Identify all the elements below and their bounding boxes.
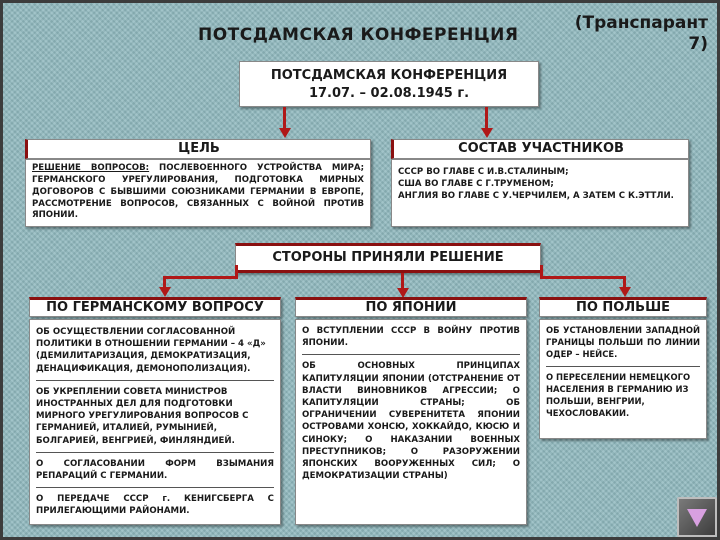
poland-item: О ПЕРЕСЕЛЕНИИ НЕМЕЦКОГО НАСЕЛЕНИЯ В ГЕРМ… <box>546 371 691 418</box>
goal-text-underlined: РЕШЕНИЕ ВОПРОСОВ: <box>32 163 150 173</box>
slide-title: ПОТСДАМСКАЯ КОНФЕРЕНЦИЯ <box>198 25 519 45</box>
divider <box>302 354 520 356</box>
divider <box>36 487 274 489</box>
arrow-line-poland <box>540 265 543 279</box>
japan-header: ПО ЯПОНИИ <box>295 297 527 317</box>
goal-text-body: ПОСЛЕВОЕННОГО УСТРОЙСТВА МИРА; ГЕРМАНСКО… <box>32 163 365 221</box>
conference-name: ПОТСДАМСКАЯ КОНФЕРЕНЦИЯ <box>270 68 508 83</box>
arrow-line-left <box>283 107 286 129</box>
next-slide-button[interactable] <box>677 497 717 537</box>
arrow-head-left <box>278 128 291 138</box>
arrow-line-poland-down <box>623 276 626 288</box>
poland-header-label: ПО ПОЛЬШЕ <box>575 300 671 315</box>
japan-header-label: ПО ЯПОНИИ <box>365 300 457 315</box>
divider <box>546 365 700 367</box>
poland-box: ОБ УСТАНОВЛЕНИИ ЗАПАДНОЙ ГРАНИЦЫ ПОЛЬШИ … <box>539 319 707 439</box>
japan-item: О ВСТУПЛЕНИИ СССР В ВОЙНУ ПРОТИВ ЯПОНИИ. <box>302 326 520 349</box>
participants-line: СССР ВО ГЛАВЕ С И.В.СТАЛИНЫМ; <box>398 167 569 177</box>
germany-item: ОБ УКРЕПЛЕНИИ СОВЕТА МИНИСТРОВ ИНОСТРАНН… <box>36 386 249 446</box>
goal-header-label: ЦЕЛЬ <box>178 141 220 156</box>
germany-item: О ПЕРЕДАЧЕ СССР г. КЕНИГСБЕРГА С ПРИЛЕГА… <box>36 494 274 517</box>
arrow-line-germany <box>235 265 238 279</box>
germany-box: ОБ ОСУЩЕСТВЛЕНИИ СОГЛАСОВАННОЙ ПОЛИТИКИ … <box>29 319 281 525</box>
participants-header: СОСТАВ УЧАСТНИКОВ <box>391 139 689 159</box>
conference-dates: 17.07. – 02.08.1945 г. <box>308 86 470 101</box>
arrow-line-germany-down <box>163 276 166 288</box>
japan-item: ОБ ОСНОВНЫХ ПРИНЦИПАХ КАПИТУЛЯЦИИ ЯПОНИИ… <box>302 361 520 482</box>
poland-item: ОБ УСТАНОВЛЕНИИ ЗАПАДНОЙ ГРАНИЦЫ ПОЛЬШИ … <box>546 325 700 359</box>
germany-item: ОБ ОСУЩЕСТВЛЕНИИ СОГЛАСОВАННОЙ ПОЛИТИКИ … <box>36 327 266 374</box>
arrow-line-japan <box>401 273 404 289</box>
goal-text: РЕШЕНИЕ ВОПРОСОВ: ПОСЛЕВОЕННОГО УСТРОЙСТ… <box>32 163 364 222</box>
conference-box: ПОТСДАМСКАЯ КОНФЕРЕНЦИЯ 17.07. – 02.08.1… <box>239 61 539 107</box>
next-slide-triangle-icon <box>687 509 707 527</box>
arrow-line-poland-horizontal <box>540 276 626 279</box>
transparency-label: (Транспарант 7) <box>574 13 708 55</box>
divider <box>36 379 274 381</box>
arrow-line-right <box>485 107 488 129</box>
poland-header: ПО ПОЛЬШЕ <box>539 297 707 317</box>
goal-box: РЕШЕНИЕ ВОПРОСОВ: ПОСЛЕВОЕННОГО УСТРОЙСТ… <box>25 159 371 227</box>
divider <box>36 451 274 453</box>
decision-box: СТОРОНЫ ПРИНЯЛИ РЕШЕНИЕ <box>235 243 541 273</box>
goal-header: ЦЕЛЬ <box>25 139 371 159</box>
participants-box: СССР ВО ГЛАВЕ С И.В.СТАЛИНЫМ; США ВО ГЛА… <box>391 159 689 227</box>
japan-box: О ВСТУПЛЕНИИ СССР В ВОЙНУ ПРОТИВ ЯПОНИИ.… <box>295 319 527 525</box>
germany-item: О СОГЛАСОВАНИИ ФОРМ ВЗЫМАНИЯ РЕПАРАЦИЙ С… <box>36 458 274 482</box>
arrow-head-right <box>480 128 493 138</box>
decision-header: СТОРОНЫ ПРИНЯЛИ РЕШЕНИЕ <box>272 250 504 265</box>
germany-header-label: ПО ГЕРМАНСКОМУ ВОПРОСУ <box>46 300 264 315</box>
arrow-head-japan <box>396 288 409 298</box>
participants-line: АНГЛИЯ ВО ГЛАВЕ С У.ЧЕРЧИЛЕМ, А ЗАТЕМ С … <box>398 191 674 202</box>
participants-line: США ВО ГЛАВЕ С Г.ТРУМЕНОМ; <box>398 179 554 190</box>
germany-header: ПО ГЕРМАНСКОМУ ВОПРОСУ <box>29 297 281 317</box>
arrow-head-germany <box>158 287 171 297</box>
arrow-head-poland <box>618 287 631 297</box>
participants-header-label: СОСТАВ УЧАСТНИКОВ <box>458 141 624 156</box>
arrow-line-germany-horizontal <box>163 276 238 279</box>
